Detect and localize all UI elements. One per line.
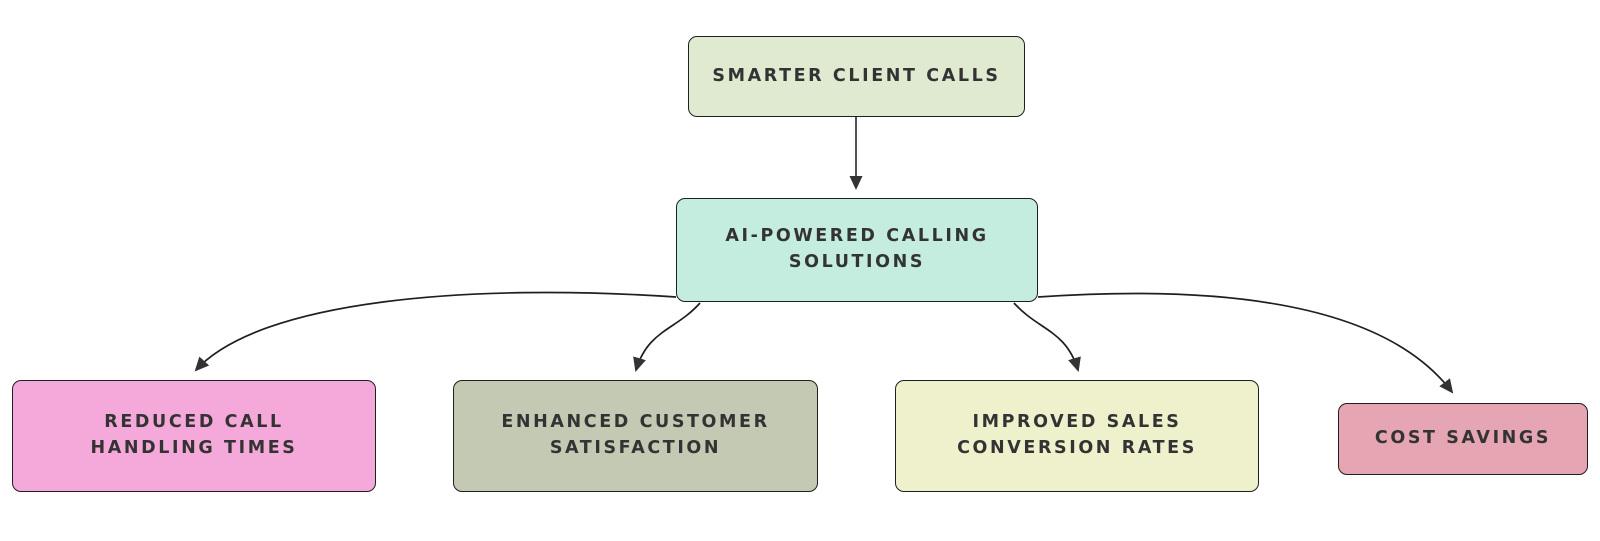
node-improved-sales-conversion-rates[interactable]: IMPROVED SALES CONVERSION RATES (895, 380, 1259, 492)
node-ai-powered-calling-solutions[interactable]: AI-POWERED CALLING SOLUTIONS (676, 198, 1038, 302)
node-reduced-call-handling-times[interactable]: REDUCED CALL HANDLING TIMES (12, 380, 376, 492)
edge-hub-to-cost-savings (1037, 292, 1454, 394)
edge-hub-to-enhanced-customer-satisfaction (633, 302, 701, 372)
node-smarter-client-calls[interactable]: SMARTER CLIENT CALLS (688, 36, 1025, 117)
edge-hub-to-improved-sales-conversion-rates (1013, 302, 1081, 372)
node-enhanced-customer-satisfaction[interactable]: ENHANCED CUSTOMER SATISFACTION (453, 380, 818, 492)
node-cost-savings[interactable]: COST SAVINGS (1338, 403, 1588, 475)
edge-hub-to-reduced-call-handling-times (194, 291, 677, 372)
